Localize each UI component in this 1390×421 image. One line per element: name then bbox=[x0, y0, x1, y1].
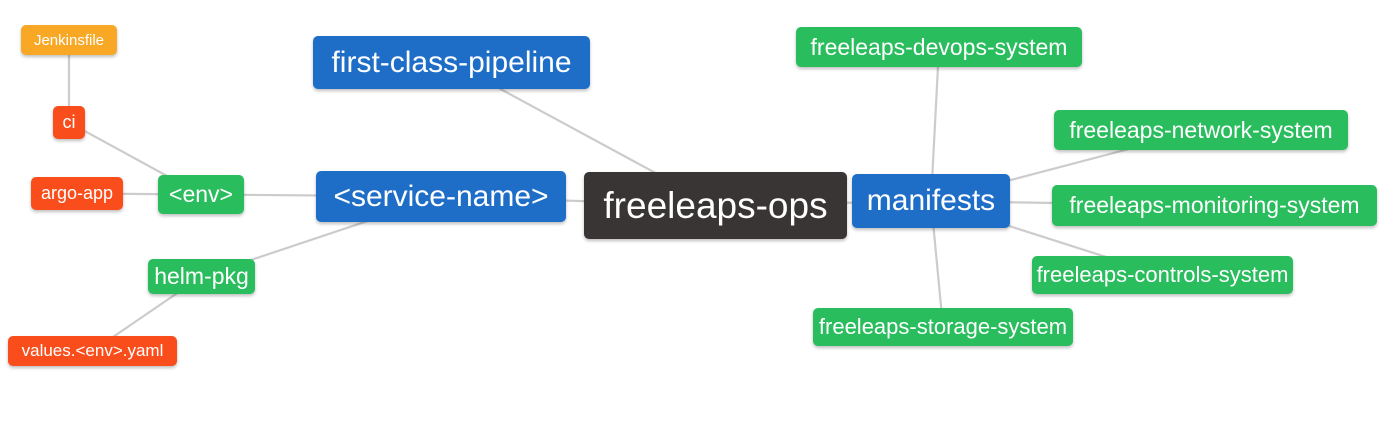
node-freeleaps-controls-system[interactable]: freeleaps-controls-system bbox=[1032, 256, 1293, 294]
node-values-env-yaml[interactable]: values.<env>.yaml bbox=[8, 336, 177, 366]
node-ci[interactable]: ci bbox=[53, 106, 85, 139]
node-freeleaps-network-system[interactable]: freeleaps-network-system bbox=[1054, 110, 1348, 150]
node-first-class-pipeline[interactable]: first-class-pipeline bbox=[313, 36, 590, 89]
node-argo-app[interactable]: argo-app bbox=[31, 177, 123, 210]
node-freeleaps-devops-system[interactable]: freeleaps-devops-system bbox=[796, 27, 1082, 67]
node-jenkinsfile[interactable]: Jenkinsfile bbox=[21, 25, 117, 55]
node-freeleaps-storage-system[interactable]: freeleaps-storage-system bbox=[813, 308, 1073, 346]
node-env[interactable]: <env> bbox=[158, 175, 244, 214]
node-helm-pkg[interactable]: helm-pkg bbox=[148, 259, 255, 294]
node-freeleaps-ops[interactable]: freeleaps-ops bbox=[584, 172, 847, 239]
node-service-name[interactable]: <service-name> bbox=[316, 171, 566, 222]
node-freeleaps-monitoring-system[interactable]: freeleaps-monitoring-system bbox=[1052, 185, 1377, 226]
node-manifests[interactable]: manifests bbox=[852, 174, 1010, 228]
